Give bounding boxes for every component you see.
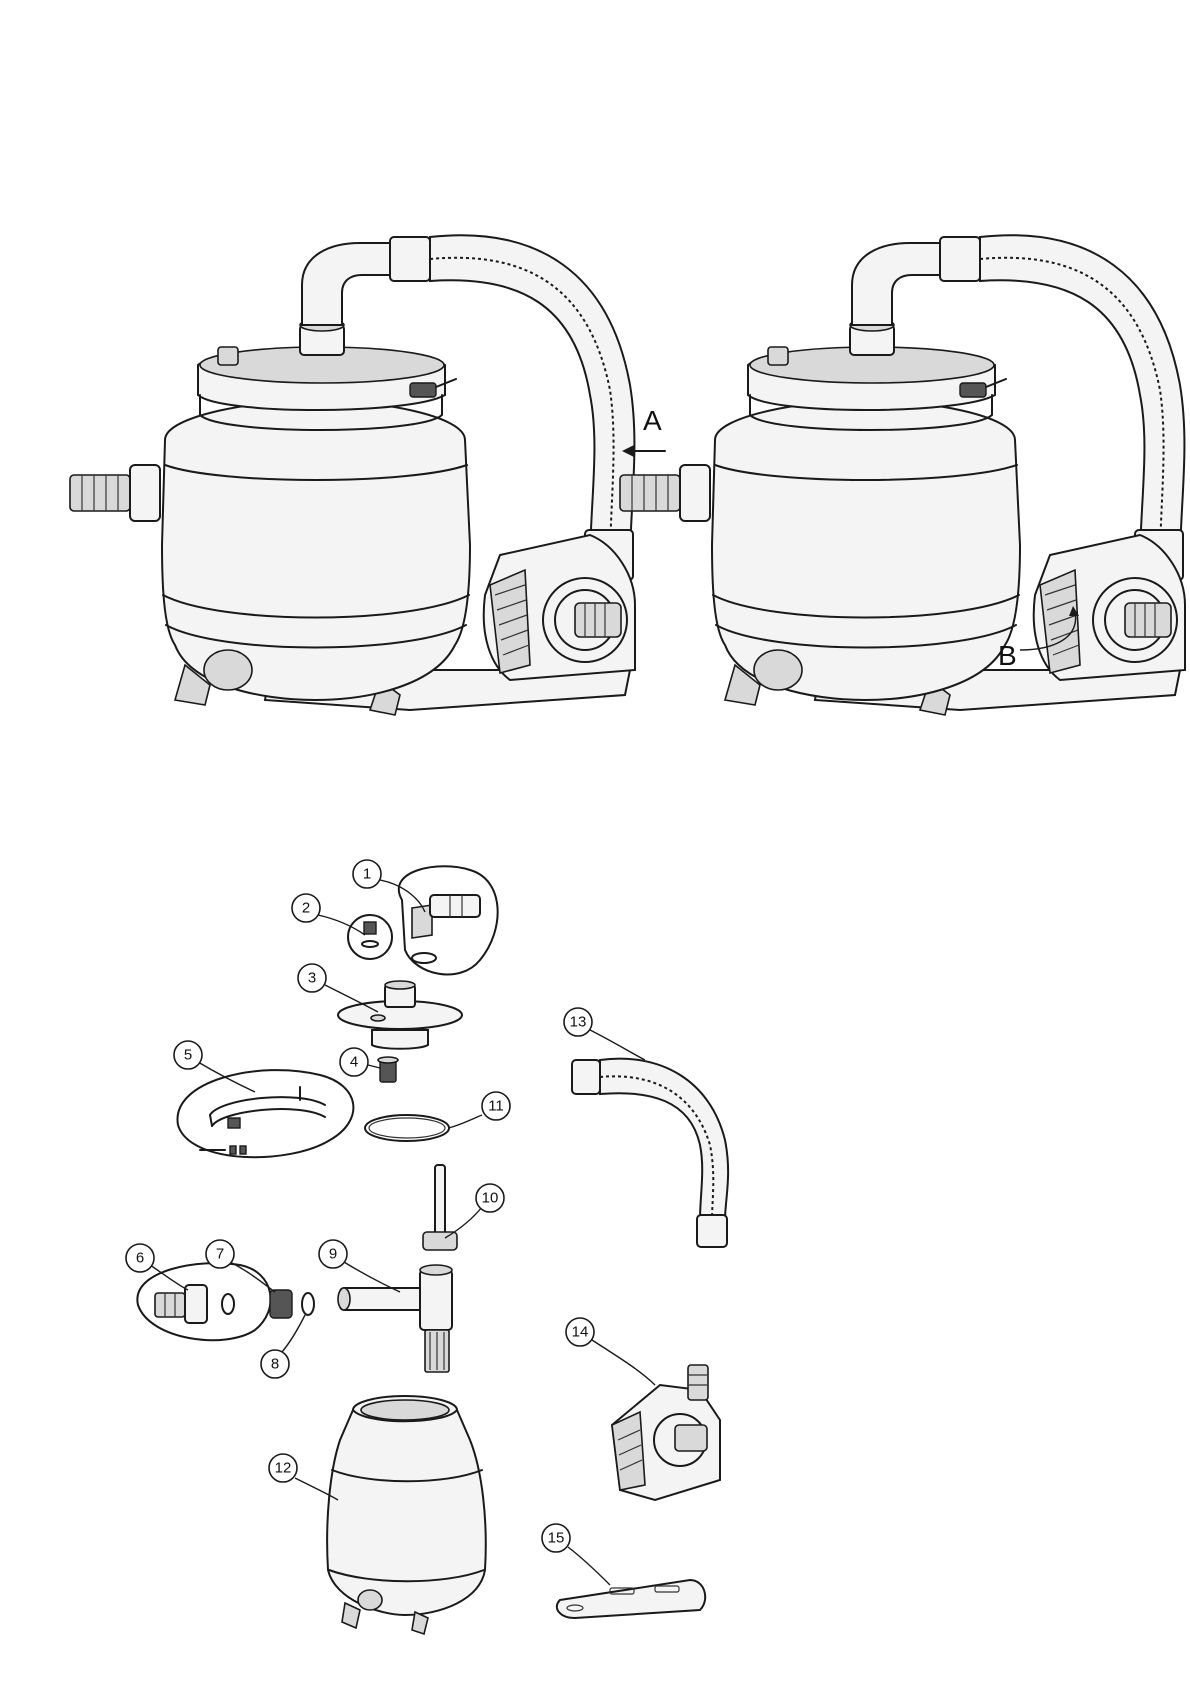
leader-6 bbox=[150, 1265, 188, 1290]
callout-14: 14 bbox=[566, 1318, 594, 1346]
svg-text:15: 15 bbox=[548, 1530, 565, 1547]
callout-4: 4 bbox=[340, 1048, 368, 1076]
callout-15: 15 bbox=[542, 1524, 570, 1552]
svg-text:2: 2 bbox=[302, 900, 310, 917]
svg-text:7: 7 bbox=[216, 1246, 224, 1263]
callout-7: 7 bbox=[206, 1240, 234, 1268]
svg-text:9: 9 bbox=[329, 1246, 337, 1263]
svg-text:10: 10 bbox=[482, 1190, 499, 1207]
part-12-tank bbox=[327, 1396, 486, 1634]
part-13-hose bbox=[572, 1059, 728, 1247]
callout-13: 13 bbox=[564, 1008, 592, 1036]
svg-text:14: 14 bbox=[572, 1324, 589, 1341]
callout-5: 5 bbox=[174, 1041, 202, 1069]
part-8-gasket bbox=[302, 1293, 314, 1315]
part-15-base-plate bbox=[557, 1580, 705, 1618]
part-14-pump bbox=[612, 1365, 720, 1500]
svg-text:13: 13 bbox=[570, 1014, 587, 1031]
exploded-parts-view: 1 2 3 4 5 6 7 8 9 10 11 12 13 14 15 bbox=[126, 860, 728, 1634]
callout-3: 3 bbox=[298, 964, 326, 992]
part-10-center-pipe bbox=[423, 1165, 457, 1250]
part-3-lid bbox=[338, 981, 462, 1049]
assembled-unit-left bbox=[70, 235, 635, 715]
callout-12: 12 bbox=[269, 1454, 297, 1482]
svg-text:4: 4 bbox=[350, 1054, 358, 1071]
leader-11 bbox=[448, 1115, 482, 1128]
leader-13 bbox=[590, 1030, 645, 1060]
callout-9: 9 bbox=[319, 1240, 347, 1268]
marker-b: B bbox=[998, 640, 1017, 671]
callout-1: 1 bbox=[353, 860, 381, 888]
callout-10: 10 bbox=[476, 1184, 504, 1212]
callout-6: 6 bbox=[126, 1244, 154, 1272]
leader-15 bbox=[568, 1547, 610, 1585]
part-7-union-nut bbox=[270, 1290, 292, 1318]
svg-text:11: 11 bbox=[488, 1098, 504, 1115]
svg-text:1: 1 bbox=[363, 866, 371, 883]
leader-4 bbox=[368, 1065, 380, 1068]
leader-14 bbox=[592, 1340, 655, 1385]
marker-a: A bbox=[643, 405, 662, 436]
part-9-lateral-assembly bbox=[338, 1265, 452, 1372]
part-11-o-ring bbox=[365, 1115, 449, 1141]
callout-2: 2 bbox=[292, 894, 320, 922]
part-2-air-release-valve bbox=[348, 915, 392, 959]
svg-text:5: 5 bbox=[184, 1047, 192, 1064]
svg-text:6: 6 bbox=[136, 1250, 144, 1267]
svg-text:8: 8 bbox=[271, 1356, 279, 1373]
part-1-elbow-connector bbox=[399, 866, 498, 974]
svg-text:3: 3 bbox=[308, 970, 316, 987]
svg-text:12: 12 bbox=[275, 1460, 292, 1477]
part-4-diffuser bbox=[378, 1057, 398, 1082]
callout-8: 8 bbox=[261, 1350, 289, 1378]
callout-11: 11 bbox=[482, 1092, 510, 1120]
assembled-unit-right bbox=[620, 235, 1185, 715]
leader-7 bbox=[230, 1262, 275, 1292]
part-5-clamp-ring bbox=[178, 1070, 354, 1157]
leader-8 bbox=[282, 1315, 305, 1352]
